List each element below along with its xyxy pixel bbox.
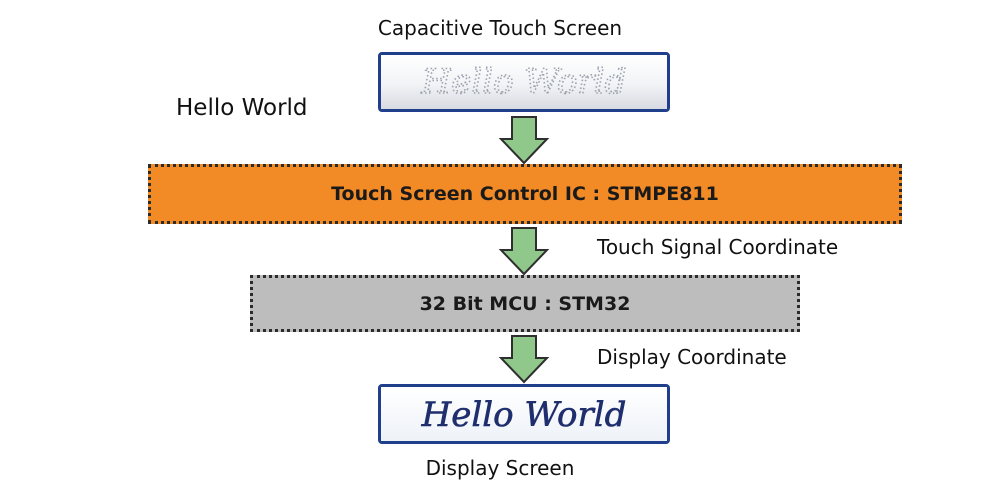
down-arrow-icon [498,227,550,276]
touch-screen-control-ic-block: Touch Screen Control IC : STMPE811 [148,164,902,224]
display-screen: Hello World [378,384,670,444]
display-screen-label: Display Screen [425,456,575,480]
down-arrow-icon [498,116,550,165]
capacitive-touch-screen-label: Capacitive Touch Screen [377,16,623,40]
mcu-block: 32 Bit MCU : STM32 [250,275,800,332]
touch-screen-handwriting: Hello World [421,62,627,102]
mcu-label: 32 Bit MCU : STM32 [419,292,631,315]
down-arrow-icon [498,335,550,384]
hello-world-label: Hello World [176,95,308,121]
capacitive-touch-screen: Hello World [378,52,670,112]
display-coordinate-label: Display Coordinate [597,345,787,369]
touch-signal-coordinate-label: Touch Signal Coordinate [597,235,839,259]
control-ic-label: Touch Screen Control IC : STMPE811 [331,183,719,205]
display-screen-handwriting: Hello World [421,395,627,435]
